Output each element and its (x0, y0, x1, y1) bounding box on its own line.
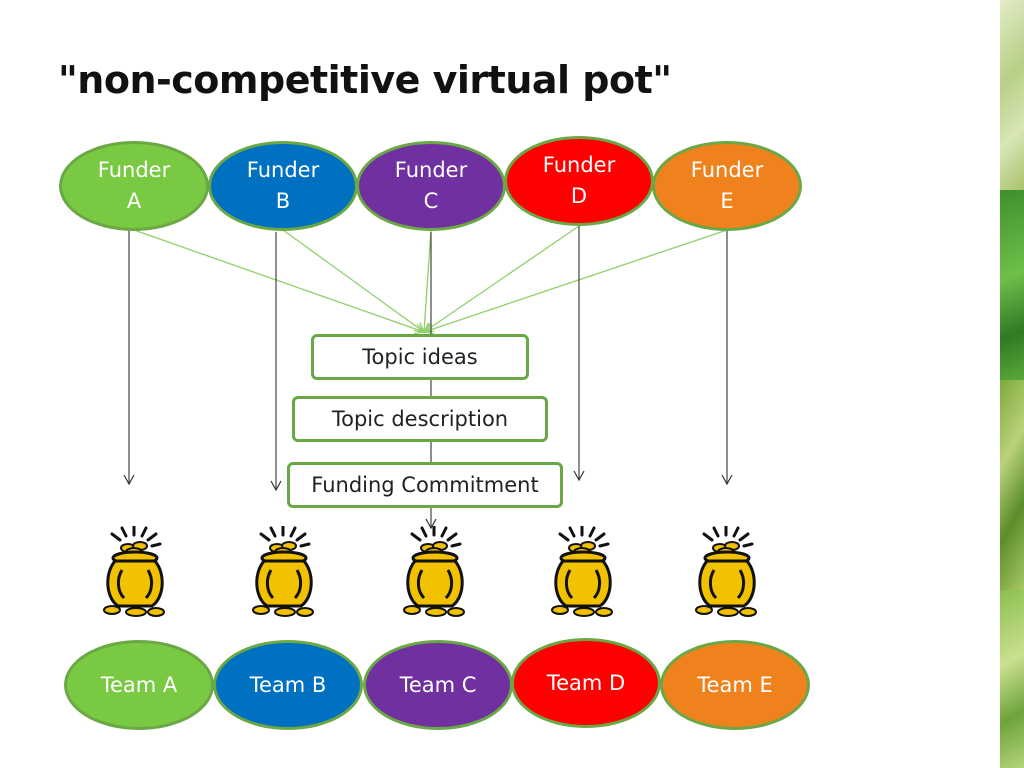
connector-lines (123, 225, 733, 530)
pot-of-gold-icon (694, 526, 758, 618)
funder-e-line2: E (720, 189, 734, 213)
pot-of-gold-icon (102, 526, 166, 618)
decorative-leaf-strip (1000, 0, 1024, 768)
connector-funder-d (422, 225, 580, 333)
team-e-node: Team E (660, 640, 810, 730)
team-c-node: Team C (363, 640, 513, 730)
funder-c-line1: Funder (394, 158, 468, 182)
slide-title: "non-competitive virtual pot" (58, 58, 672, 102)
funder-b-line1: Funder (246, 158, 320, 182)
funder-d-line2: D (570, 184, 588, 208)
connector-funder-a (133, 229, 426, 335)
topic-ideas-box: Topic ideas (311, 334, 529, 380)
funder-d-line1: Funder (542, 153, 616, 177)
team-d-node: Team D (511, 638, 661, 728)
funder-c-line2: C (423, 189, 439, 213)
connector-funder-b (282, 229, 426, 333)
funder-a-line2: A (126, 189, 142, 213)
funder-b-line2: B (275, 189, 291, 213)
topic-description-box: Topic description (292, 396, 548, 442)
connector-funder-c (419, 229, 432, 334)
funding-commitment-box: Funding Commitment (287, 462, 563, 508)
pot-of-gold-icon (550, 526, 614, 618)
team-a-node: Team A (64, 640, 214, 730)
team-b-node: Team B (213, 640, 363, 730)
pot-of-gold-icon (251, 526, 315, 618)
funder-a-line1: Funder (97, 158, 171, 182)
connector-funder-e (422, 229, 728, 335)
pot-of-gold-icon (402, 526, 466, 618)
funder-e-line1: Funder (690, 158, 764, 182)
